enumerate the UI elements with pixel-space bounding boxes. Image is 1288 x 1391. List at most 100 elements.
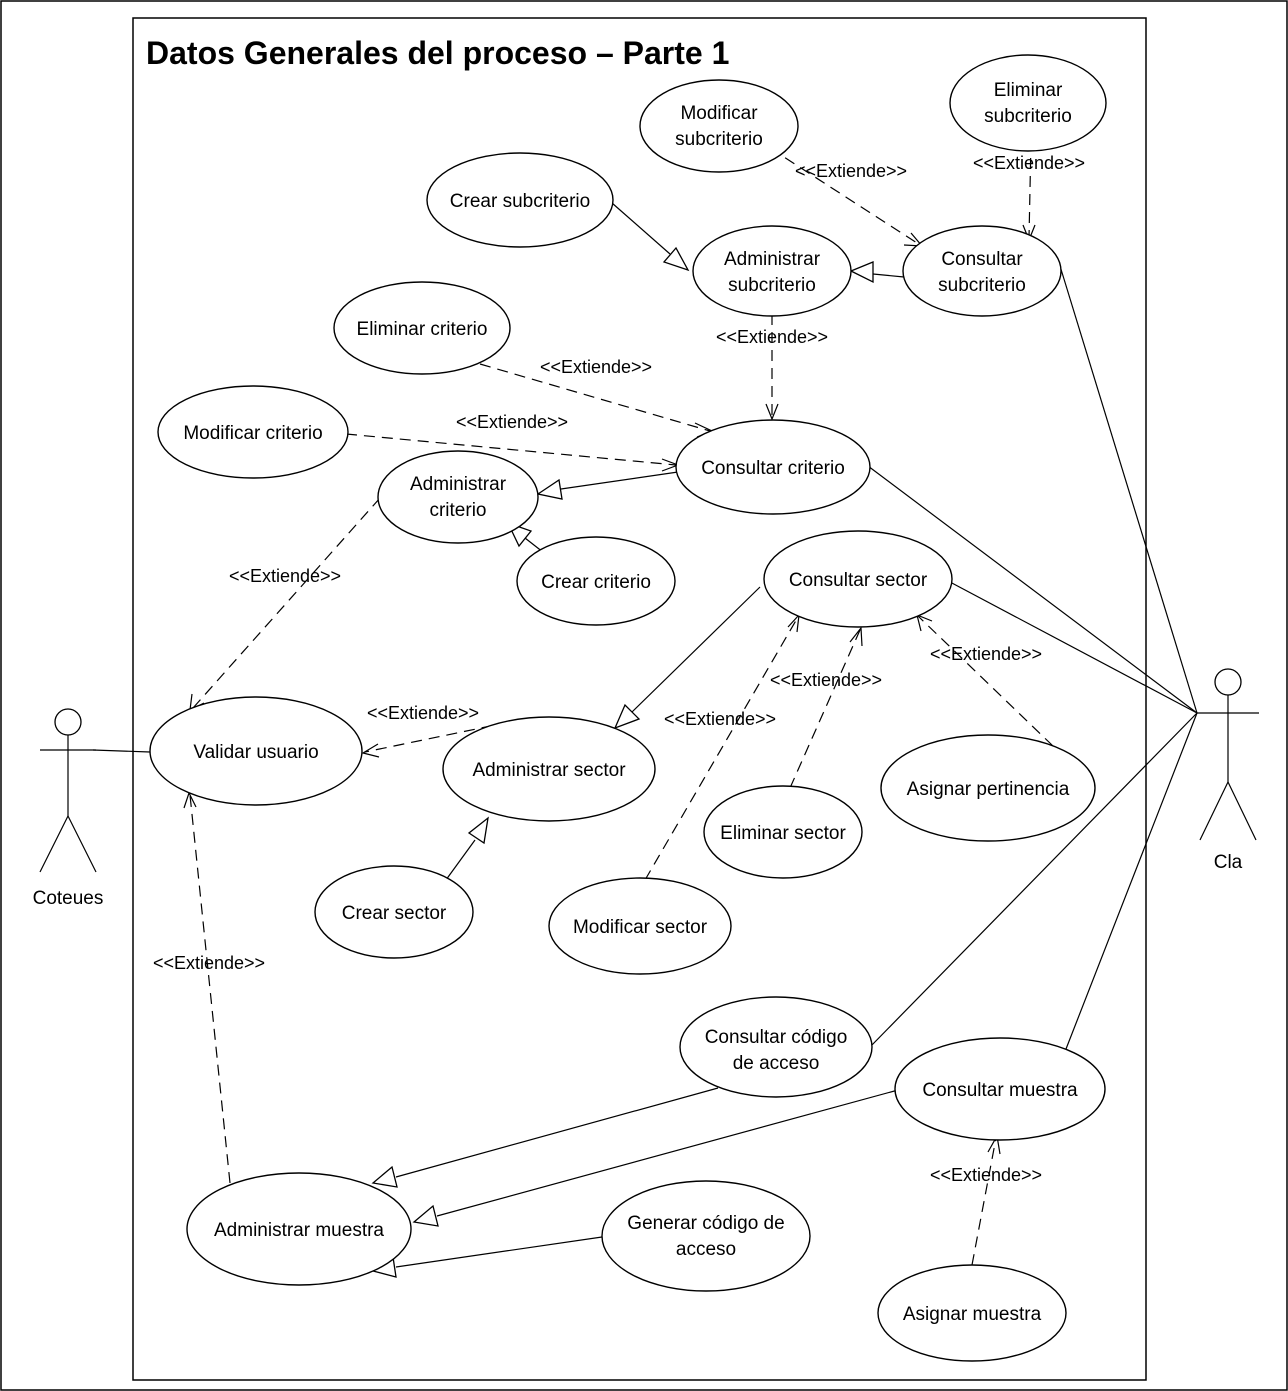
- svg-text:Asignar pertinencia: Asignar pertinencia: [907, 779, 1070, 800]
- svg-text:Asignar muestra: Asignar muestra: [903, 1304, 1042, 1325]
- actor-label: Coteues: [33, 888, 104, 909]
- extend-label: <<Extiende>>: [973, 153, 1085, 173]
- generalization-consultar-subcriterio: [872, 273, 905, 278]
- use-case-consultar-codigo-acceso: Consultar código de acceso: [679, 996, 873, 1098]
- use-case-administrar-criterio: Administrar criterio: [377, 450, 539, 544]
- extend-label: <<Extiende>>: [716, 327, 828, 347]
- extend-modificar-criterio: [345, 433, 677, 466]
- svg-text:subcriterio: subcriterio: [984, 106, 1072, 127]
- generalization-triangle: [849, 261, 874, 284]
- extend-label: <<Extiende>>: [795, 161, 907, 181]
- use-case-consultar-muestra: Consultar muestra: [894, 1037, 1106, 1141]
- use-case-eliminar-criterio: Eliminar criterio: [333, 281, 511, 375]
- connectors: <<Extiende>> <<Extiende>> <<Extiende>> <…: [92, 139, 1198, 1278]
- svg-text:subcriterio: subcriterio: [728, 275, 816, 296]
- svg-text:acceso: acceso: [676, 1239, 736, 1260]
- svg-text:Consultar criterio: Consultar criterio: [701, 458, 845, 479]
- extend-label: <<Extiende>>: [540, 357, 652, 377]
- assoc-cla-consultar-criterio: [867, 465, 1198, 714]
- svg-text:Eliminar sector: Eliminar sector: [720, 823, 846, 844]
- generalization-crear-subcriterio: [611, 202, 671, 255]
- use-case-modificar-sector: Modificar sector: [548, 877, 732, 975]
- assoc-cla-consultar-subcriterio: [1059, 265, 1198, 714]
- assoc-cla-consultar-sector: [949, 581, 1198, 714]
- svg-text:Modificar sector: Modificar sector: [573, 917, 708, 938]
- svg-text:Crear subcriterio: Crear subcriterio: [450, 191, 590, 212]
- use-case-administrar-sector: Administrar sector: [442, 716, 656, 822]
- assoc-coteues-validar-usuario: [92, 749, 151, 753]
- svg-text:Modificar: Modificar: [680, 103, 758, 124]
- generalization-triangle: [613, 703, 641, 730]
- extend-administrar-muestra: [189, 794, 231, 1184]
- svg-text:Crear sector: Crear sector: [342, 903, 447, 924]
- use-case-eliminar-sector: Eliminar sector: [703, 785, 863, 879]
- svg-text:Administrar: Administrar: [724, 249, 821, 270]
- use-case-modificar-subcriterio: Modificar subcriterio: [639, 79, 799, 173]
- assoc-cla-consultar-muestra: [1065, 712, 1198, 1050]
- use-case-eliminar-subcriterio: Eliminar subcriterio: [949, 54, 1107, 152]
- extend-label: <<Extiende>>: [664, 709, 776, 729]
- svg-text:Consultar sector: Consultar sector: [789, 570, 928, 591]
- svg-text:Validar usuario: Validar usuario: [193, 742, 318, 763]
- use-case-crear-sector: Crear sector: [314, 865, 474, 959]
- svg-text:de acceso: de acceso: [733, 1053, 820, 1074]
- extend-label: <<Extiende>>: [367, 703, 479, 723]
- generalization-triangle: [467, 816, 489, 845]
- extend-label: <<Extiende>>: [229, 566, 341, 586]
- arrowhead: [849, 626, 863, 647]
- actor-leg: [39, 815, 69, 873]
- arrowhead: [787, 613, 800, 633]
- svg-text:Consultar: Consultar: [941, 249, 1023, 270]
- svg-text:criterio: criterio: [429, 500, 486, 521]
- extend-label: <<Extiende>>: [456, 412, 568, 432]
- svg-text:Modificar criterio: Modificar criterio: [183, 423, 322, 444]
- use-cases: Modificar subcriterio Eliminar subcriter…: [149, 54, 1107, 1362]
- extend-administrar-criterio: [192, 497, 381, 709]
- extend-label: <<Extiende>>: [153, 953, 265, 973]
- use-case-crear-criterio: Crear criterio: [516, 536, 676, 626]
- svg-text:Crear criterio: Crear criterio: [541, 572, 651, 593]
- svg-text:Consultar muestra: Consultar muestra: [922, 1080, 1078, 1101]
- svg-text:Administrar: Administrar: [410, 474, 507, 495]
- extend-eliminar-criterio: [479, 363, 711, 432]
- generalization-consultar-sector: [631, 586, 761, 713]
- use-case-generar-codigo-acceso: Generar código de acceso: [601, 1180, 811, 1292]
- svg-text:subcriterio: subcriterio: [938, 275, 1026, 296]
- generalization-triangle: [412, 1204, 439, 1227]
- use-case-consultar-criterio: Consultar criterio: [675, 419, 871, 515]
- assoc-cla-consultar-codigo: [869, 712, 1198, 1048]
- actor-leg: [1199, 781, 1229, 841]
- extend-asignar-pertinencia: [917, 615, 1054, 747]
- arrowhead: [361, 743, 380, 758]
- generalization-triangle: [371, 1165, 398, 1188]
- use-case-modificar-criterio: Modificar criterio: [157, 385, 349, 479]
- use-case-administrar-muestra: Administrar muestra: [186, 1172, 412, 1286]
- svg-text:Consultar código: Consultar código: [705, 1027, 848, 1048]
- extend-modificar-sector: [644, 616, 799, 881]
- use-case-asignar-pertinencia: Asignar pertinencia: [880, 734, 1096, 842]
- actor-leg: [1227, 781, 1257, 841]
- use-case-validar-usuario: Validar usuario: [149, 696, 363, 806]
- svg-text:Eliminar criterio: Eliminar criterio: [357, 319, 488, 340]
- extend-asignar-muestra: [971, 1137, 997, 1266]
- generalization-triangle: [662, 246, 690, 272]
- system-boundary: [132, 17, 1147, 1381]
- diagram-title: Datos Generales del proceso – Parte 1: [146, 35, 729, 71]
- extend-eliminar-subcriterio: [1028, 139, 1032, 239]
- extend-label: <<Extiende>>: [930, 1165, 1042, 1185]
- extend-eliminar-sector: [789, 629, 861, 789]
- use-case-asignar-muestra: Asignar muestra: [877, 1264, 1067, 1362]
- actor-cla: Cla: [1197, 668, 1259, 873]
- use-case-crear-subcriterio: Crear subcriterio: [426, 152, 614, 248]
- generalization-crear-sector: [442, 839, 476, 885]
- extend-label: <<Extiende>>: [930, 644, 1042, 664]
- actor-label: Cla: [1214, 852, 1243, 873]
- generalization-triangle: [536, 478, 563, 500]
- svg-text:Generar código de: Generar código de: [627, 1213, 784, 1234]
- extend-modificar-subcriterio: [769, 147, 918, 244]
- use-case-administrar-subcriterio: Administrar subcriterio: [692, 225, 852, 317]
- svg-text:subcriterio: subcriterio: [675, 129, 763, 150]
- actor-coteues: Coteues: [33, 708, 104, 909]
